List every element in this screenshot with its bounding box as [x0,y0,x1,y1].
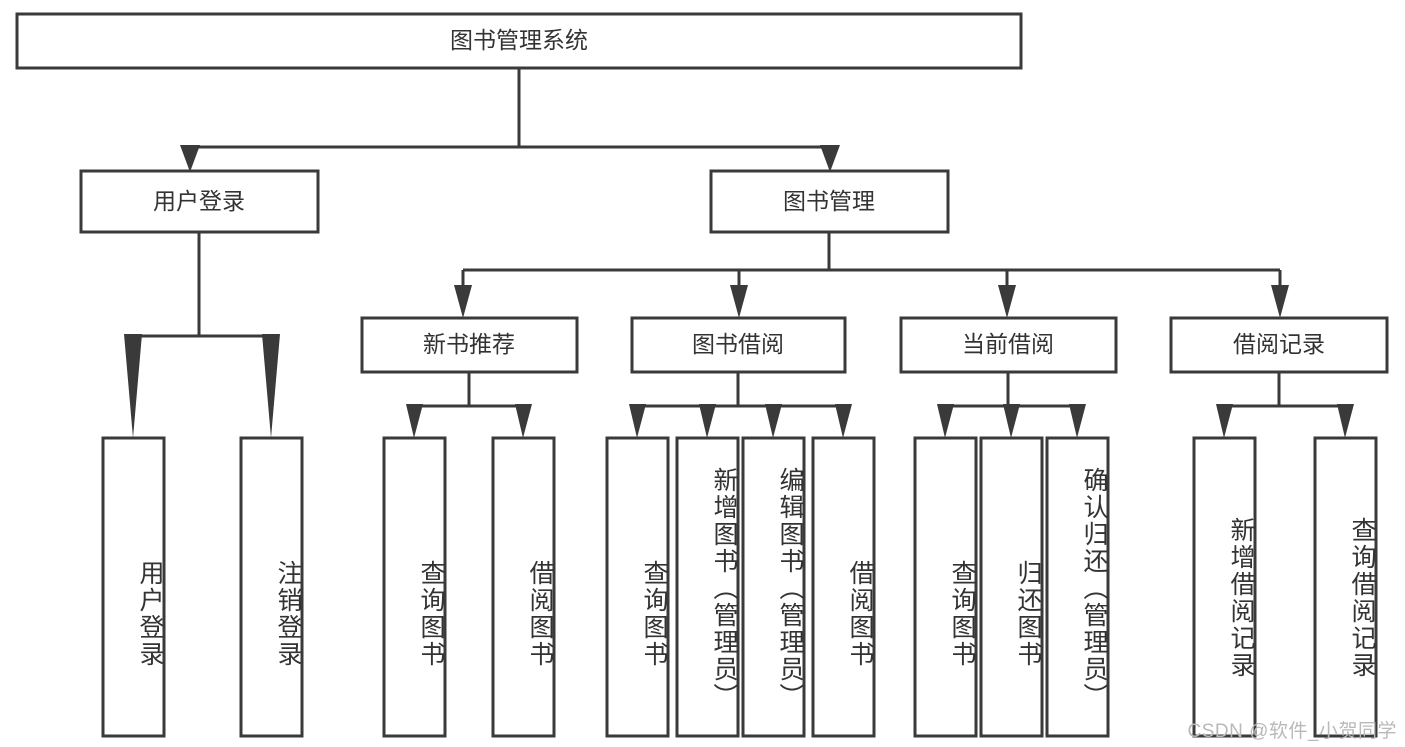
node-label-book-manage: 图书管理 [783,188,875,214]
node-box-leaf-confirm-return[interactable] [1045,436,1110,738]
arrow-to-leaf-query-book-1 [406,404,423,438]
node-box-leaf-edit-book[interactable] [741,436,806,738]
node-box-leaf-query-record[interactable] [1313,436,1378,738]
node-layer: 图书管理系统 用户登录 图书管理 新书推荐 图书借阅 当前借阅 借阅记录 [15,12,1389,738]
connector-layer [124,68,1354,438]
arrow-to-leaf-borrow-book-2 [835,404,852,438]
node-box-leaf-query-book-2[interactable] [605,436,670,738]
node-box-leaf-add-book[interactable] [675,436,740,738]
node-box-leaf-user-login[interactable] [101,436,166,738]
arrow-to-leaf-add-record [1216,404,1233,438]
arrow-to-leaf-borrow-book-1 [515,404,532,438]
node-label-new-book-recommend: 新书推荐 [423,331,515,357]
node-box-book-manage[interactable] [709,169,950,234]
node-box-user-login[interactable] [79,169,320,234]
node-label-current-borrow: 当前借阅 [962,331,1054,357]
node-label-borrow-record: 借阅记录 [1233,331,1325,357]
arrow-to-leaf-confirm-return [1069,404,1086,438]
node-box-leaf-add-record[interactable] [1192,436,1257,738]
node-box-new-book-recommend[interactable] [360,316,579,374]
node-box-book-borrow[interactable] [630,316,847,374]
node-box-leaf-borrow-book-1[interactable] [491,436,556,738]
arrow-to-new-book-recommend [454,285,472,318]
node-box-root[interactable] [15,12,1023,70]
node-box-leaf-user-logout[interactable] [239,436,304,738]
arrow-to-leaf-query-book-2 [629,404,646,438]
node-label-root: 图书管理系统 [450,27,588,53]
node-label-book-borrow: 图书借阅 [692,331,784,357]
node-box-leaf-return-book[interactable] [979,436,1044,738]
arrow-to-leaf-return-book [1003,404,1020,438]
arrow-to-current-borrow [998,285,1016,318]
arrow-to-leaf-add-book [699,404,716,438]
node-box-current-borrow[interactable] [899,316,1118,374]
arrow-to-user-login [180,145,200,172]
watermark-text: CSDN @软件_小贺同学 [1187,721,1397,742]
node-box-leaf-query-book-3[interactable] [913,436,978,738]
arrow-to-book-manage [820,145,840,172]
node-box-borrow-record[interactable] [1169,316,1389,374]
arrow-to-leaf-query-record [1337,404,1354,438]
arrow-to-borrow-record [1271,285,1289,318]
arrow-to-leaf-edit-book [765,404,782,438]
node-box-leaf-borrow-book-2[interactable] [811,436,876,738]
node-box-leaf-query-book-1[interactable] [382,436,447,738]
arrow-to-book-borrow [730,285,748,318]
node-label-user-login: 用户登录 [153,188,245,214]
arrow-to-leaf-query-book-3 [937,404,954,438]
